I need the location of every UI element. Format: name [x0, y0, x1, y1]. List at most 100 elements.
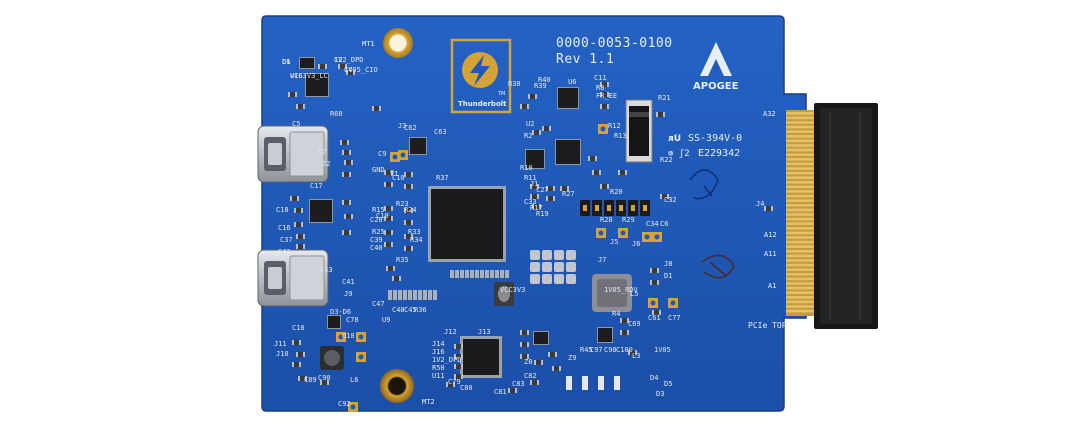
capacitor-pad — [542, 262, 552, 272]
ref-designator: 1V05 — [654, 346, 671, 354]
smd-passive-body — [386, 206, 391, 211]
smd-passive-body — [406, 172, 411, 177]
ref-designator: R19 — [536, 210, 549, 218]
smd-passive-body — [766, 206, 771, 211]
ref-designator: C18 — [276, 206, 289, 214]
smd-passive-body — [386, 170, 391, 175]
ref-designator: J8 — [664, 260, 672, 268]
pcie-pin — [786, 268, 816, 271]
ref-designator: U10 — [342, 332, 355, 340]
ic-chip — [328, 316, 340, 328]
smd-passive-body — [602, 82, 607, 87]
apogee-logo — [700, 42, 732, 76]
inductor-l6 — [320, 346, 344, 370]
ref-designator: R15 — [372, 206, 385, 214]
pcie-pin — [786, 263, 816, 267]
ref-designator: C62 — [404, 124, 417, 132]
pcie-pin — [786, 282, 816, 285]
lightning-bolt-icon — [470, 55, 490, 86]
ref-designator: C19 — [376, 212, 389, 220]
led — [598, 376, 604, 390]
capacitor-array — [530, 250, 576, 284]
pcie-pin — [786, 236, 816, 239]
ref-designator: C10 — [292, 324, 305, 332]
smd-passive-body — [532, 194, 537, 199]
ref-designator: J2 — [322, 160, 330, 168]
ic-chip — [300, 58, 314, 68]
pcie-pin — [786, 153, 816, 156]
ref-designator: U2 — [526, 120, 534, 128]
pcie-pin — [786, 227, 816, 230]
smd-passive-body — [602, 92, 607, 97]
capacitor-pad — [566, 262, 576, 272]
pcie-pin — [786, 139, 816, 143]
smd-passive-body — [386, 242, 391, 247]
resistor-array-element — [450, 270, 454, 278]
smd-passive-body — [346, 214, 351, 219]
ref-designator: C27 — [536, 186, 549, 194]
ref-designator: R50 — [432, 364, 445, 372]
resistor-array-element — [470, 270, 474, 278]
smd-passive-body — [296, 208, 301, 213]
pcie-pin — [786, 199, 816, 202]
ref-designator: J12 — [444, 328, 457, 336]
pcie-pin — [786, 125, 816, 129]
ref-designator: J14 — [432, 340, 445, 348]
test-point-hole — [644, 234, 650, 240]
ref-designator: U9 — [382, 316, 390, 324]
resistor-array-element — [398, 290, 402, 300]
ref-designator: VCC3V3 — [500, 286, 525, 294]
pcie-pin — [786, 158, 816, 161]
revision-label: Rev 1.1 — [556, 52, 614, 67]
smd-passive-body — [562, 186, 567, 191]
header-pin — [583, 205, 587, 211]
capacitor-pad — [542, 274, 552, 284]
resistor-array-element — [505, 270, 509, 278]
smd-passive-body — [548, 186, 553, 191]
pcb-body — [262, 16, 806, 411]
ref-designator: C43 — [320, 266, 333, 274]
resistor-array-element — [495, 270, 499, 278]
smd-passive-body — [406, 184, 411, 189]
test-point-hole — [392, 154, 398, 160]
inductor-l3 — [494, 282, 514, 306]
ref-designator: C100 — [616, 346, 633, 354]
pcie-pin — [786, 135, 816, 138]
ref-designator: J1 — [530, 180, 538, 188]
brand-name: APOGEE — [693, 81, 739, 92]
smd-passive-body — [522, 342, 527, 347]
smd-passive-body — [320, 64, 325, 69]
pcie-pin — [786, 190, 816, 193]
smd-passive-body — [292, 196, 297, 201]
ref-designator: R40 — [538, 76, 551, 84]
pin-header-j4 — [580, 200, 650, 216]
ref-designator: R60 — [330, 110, 343, 118]
header-pin — [619, 205, 623, 211]
ref-designator: C41 — [342, 278, 355, 286]
smd-passive-body — [620, 170, 625, 175]
smd-passive-body — [298, 104, 303, 109]
pcie-pin — [786, 116, 816, 120]
ref-designator: R10 — [520, 164, 533, 172]
inductor-l5 — [592, 274, 632, 312]
ref-designator: C33 — [524, 198, 537, 206]
ref-designator: R45 — [580, 346, 593, 354]
ref-designator: R33 — [408, 228, 421, 236]
ref-designator: C1 — [282, 58, 290, 66]
smd-passive-body — [602, 104, 607, 109]
ref-designator: J5 — [610, 238, 618, 246]
test-point-hole — [654, 234, 660, 240]
resistor-array-element — [460, 270, 464, 278]
ref-designator: C78 — [346, 316, 359, 324]
header-pin — [607, 205, 611, 211]
pcie-pin — [786, 167, 816, 170]
smd-passive-body — [344, 172, 349, 177]
smd-passive-body — [406, 246, 411, 251]
pcie-pin — [786, 231, 816, 235]
ref-designator: C47 — [372, 300, 385, 308]
pcie-pin — [786, 254, 816, 258]
smd-passive-body — [522, 354, 527, 359]
pcie-pin — [786, 185, 816, 189]
resistor-array-element — [490, 270, 494, 278]
pcie-pin — [786, 144, 816, 147]
